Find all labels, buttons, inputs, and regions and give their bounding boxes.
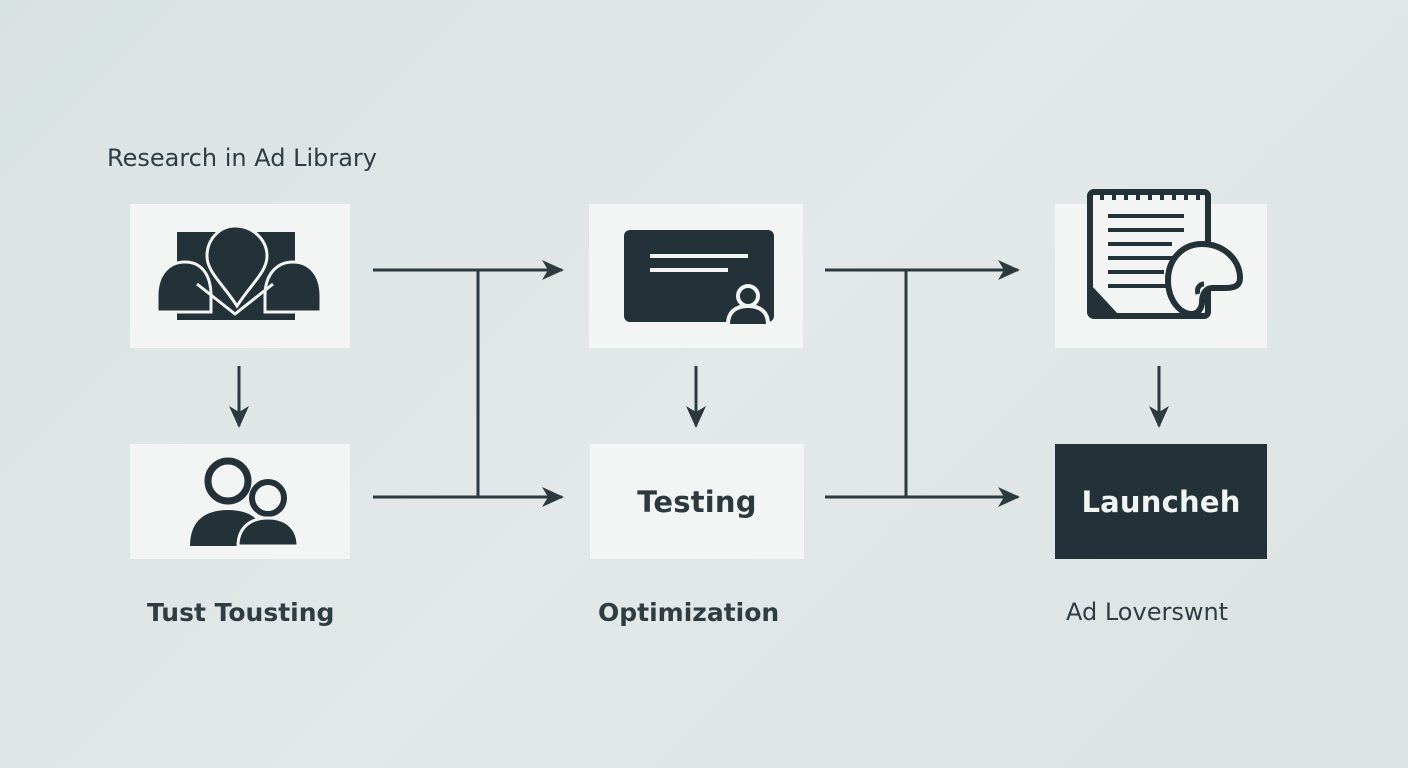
- node-creative: [589, 204, 803, 348]
- diagram-heading: Research in Ad Library: [107, 144, 377, 172]
- caption-middle: Optimization: [598, 598, 780, 627]
- node-research: [130, 204, 350, 348]
- testing-label: Testing: [637, 484, 757, 519]
- users-pair-icon: [190, 457, 300, 548]
- node-launch: Launcheh: [1055, 444, 1267, 559]
- node-testing: Testing: [590, 444, 804, 559]
- people-group-icon: [155, 226, 323, 320]
- caption-right: Ad Loverswnt: [1066, 598, 1229, 626]
- caption-left: Tust Tousting: [147, 598, 335, 627]
- id-card-icon: [624, 230, 774, 325]
- document-helmet-icon: [1087, 189, 1244, 319]
- launch-label: Launcheh: [1081, 484, 1241, 519]
- node-users: [130, 444, 350, 559]
